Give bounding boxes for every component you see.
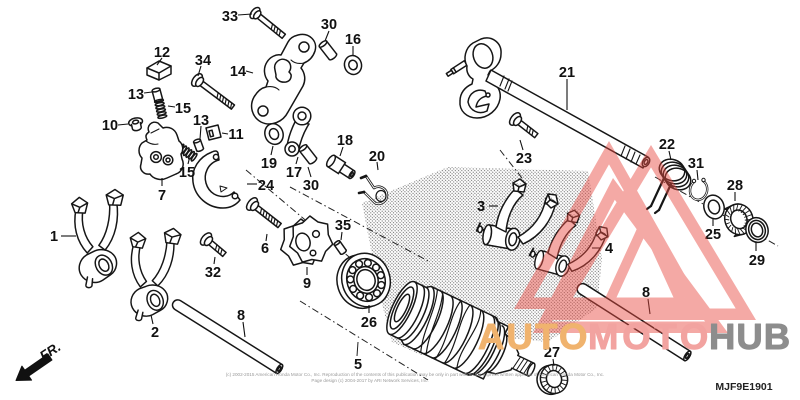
- svg-text:19: 19: [261, 156, 277, 172]
- svg-text:6: 6: [261, 241, 269, 257]
- svg-text:12: 12: [154, 45, 170, 61]
- svg-text:31: 31: [688, 156, 704, 172]
- svg-text:MOTO: MOTO: [588, 316, 712, 357]
- svg-text:34: 34: [195, 53, 211, 69]
- svg-text:Page design (c) 2004-2017 by A: Page design (c) 2004-2017 by ARI Network…: [311, 378, 428, 383]
- svg-text:17: 17: [286, 165, 302, 181]
- svg-text:18: 18: [337, 133, 353, 149]
- svg-text:30: 30: [321, 17, 337, 33]
- svg-text:23: 23: [516, 151, 532, 167]
- svg-text:28: 28: [727, 178, 743, 194]
- svg-text:14: 14: [230, 64, 246, 80]
- svg-text:4: 4: [605, 241, 613, 257]
- svg-text:8: 8: [237, 308, 245, 324]
- svg-text:MJF9E1901: MJF9E1901: [715, 381, 772, 393]
- svg-text:16: 16: [345, 32, 361, 48]
- svg-text:(c) 2002-2015 American Honda M: (c) 2002-2015 American Honda Motor Co., …: [226, 372, 604, 377]
- svg-text:22: 22: [659, 137, 675, 153]
- svg-text:1: 1: [50, 229, 58, 245]
- svg-text:3: 3: [477, 199, 485, 215]
- svg-text:24: 24: [258, 178, 274, 194]
- svg-text:2: 2: [151, 325, 159, 341]
- svg-text:9: 9: [303, 276, 311, 292]
- svg-text:27: 27: [544, 345, 560, 361]
- svg-text:13: 13: [128, 87, 144, 103]
- svg-text:5: 5: [354, 357, 362, 373]
- svg-text:26: 26: [361, 315, 377, 331]
- svg-text:10: 10: [102, 118, 118, 134]
- svg-text:20: 20: [369, 149, 385, 165]
- svg-text:7: 7: [158, 188, 166, 204]
- svg-text:32: 32: [205, 265, 221, 281]
- svg-text:8: 8: [642, 285, 650, 301]
- svg-text:35: 35: [335, 218, 351, 234]
- svg-text:15: 15: [179, 165, 195, 181]
- svg-text:29: 29: [749, 253, 765, 269]
- svg-text:HUB: HUB: [709, 316, 791, 357]
- svg-text:33: 33: [222, 9, 238, 25]
- svg-text:30: 30: [303, 178, 319, 194]
- svg-text:25: 25: [705, 227, 721, 243]
- svg-text:13: 13: [193, 113, 209, 129]
- svg-text:21: 21: [559, 65, 575, 81]
- svg-text:AUTO: AUTO: [478, 316, 590, 357]
- svg-text:11: 11: [228, 127, 243, 143]
- svg-text:15: 15: [175, 101, 191, 117]
